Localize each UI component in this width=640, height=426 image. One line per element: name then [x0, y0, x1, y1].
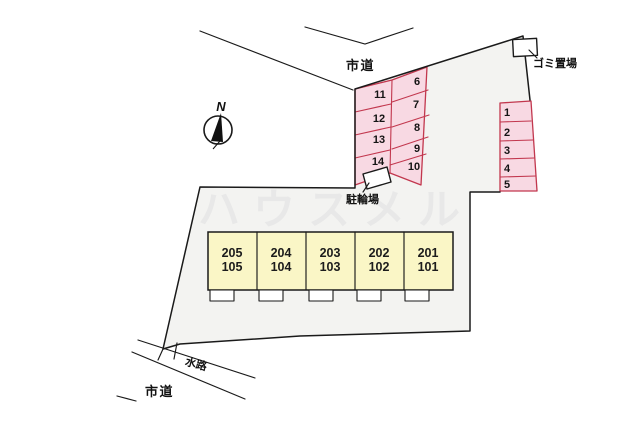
road-label-top: 市道	[346, 58, 375, 73]
waterway-line-lower	[131, 351, 246, 400]
waterway-line-upper	[137, 339, 256, 379]
parking-block-left-inner-dividers	[354, 103, 392, 159]
unit-label-101: 101	[418, 260, 439, 274]
parking-block-right: 1 2 3 4 5	[499, 100, 538, 192]
road-line-top-left	[199, 30, 354, 91]
parking-block-right-dividers	[499, 120, 537, 178]
parking-space-number-6: 6	[414, 76, 420, 88]
building-porch-5	[404, 289, 430, 302]
parking-space-number-1: 1	[504, 107, 510, 119]
unit-label-205: 205	[222, 246, 243, 260]
parking-space-number-8: 8	[414, 122, 420, 134]
parking-space-number-11: 11	[374, 89, 386, 101]
parking-space-number-5: 5	[504, 179, 510, 191]
parking-space-number-12: 12	[373, 113, 385, 125]
unit-label-203: 203	[320, 246, 341, 260]
compass: N	[203, 99, 233, 150]
compass-needle-tail-icon	[212, 140, 221, 150]
watermark-text: ハウスメル	[198, 186, 473, 233]
building: 205 105 204 104 203 103 202 102 201 101	[207, 231, 454, 302]
parking-space-number-3: 3	[504, 145, 510, 157]
parking-block-left: 11 12 13 14 6 7 8 9 10	[354, 66, 430, 186]
unit-label-202: 202	[369, 246, 390, 260]
building-porch-4	[356, 289, 382, 302]
parking-space-number-10: 10	[408, 161, 420, 173]
parking-space-number-4: 4	[504, 163, 511, 175]
bicycle-leader-line	[362, 182, 370, 193]
parking-space-number-14: 14	[372, 156, 385, 168]
waterway	[116, 339, 256, 402]
garbage-area: ゴミ置場	[511, 37, 577, 70]
building-porch-3	[308, 289, 334, 302]
boundary-extension-line	[157, 348, 164, 361]
parking-space-number-13: 13	[373, 134, 385, 146]
parking-block-right-outline	[499, 100, 538, 192]
compass-north-label: N	[216, 99, 226, 114]
road-line-top-center	[304, 26, 414, 45]
unit-label-103: 103	[320, 260, 341, 274]
building-unit-dividers	[256, 231, 405, 291]
unit-label-104: 104	[271, 260, 292, 274]
unit-label-102: 102	[369, 260, 390, 274]
unit-label-204: 204	[271, 246, 292, 260]
garbage-leader-line	[528, 49, 538, 59]
parking-space-number-7: 7	[413, 99, 419, 111]
compass-needle-icon	[211, 113, 223, 142]
garbage-box-icon	[511, 37, 539, 58]
building-porch-1	[209, 289, 235, 302]
garbage-label: ゴミ置場	[533, 56, 577, 70]
road-label-bottom: 市道	[145, 384, 174, 399]
unit-label-201: 201	[418, 246, 439, 260]
parking-block-left-outer-dividers	[389, 89, 430, 166]
bicycle-parking: 駐輪場	[346, 166, 392, 206]
unit-label-105: 105	[222, 260, 243, 274]
waterway-crossing-line	[173, 342, 178, 360]
bicycle-label: 駐輪場	[346, 192, 379, 206]
parking-space-number-9: 9	[414, 143, 420, 155]
road-tick-bottom-left	[116, 395, 137, 402]
building-porch-2	[258, 289, 284, 302]
waterway-label: 水路	[184, 354, 210, 373]
parking-space-number-2: 2	[504, 127, 510, 139]
bicycle-box-icon	[362, 166, 392, 190]
